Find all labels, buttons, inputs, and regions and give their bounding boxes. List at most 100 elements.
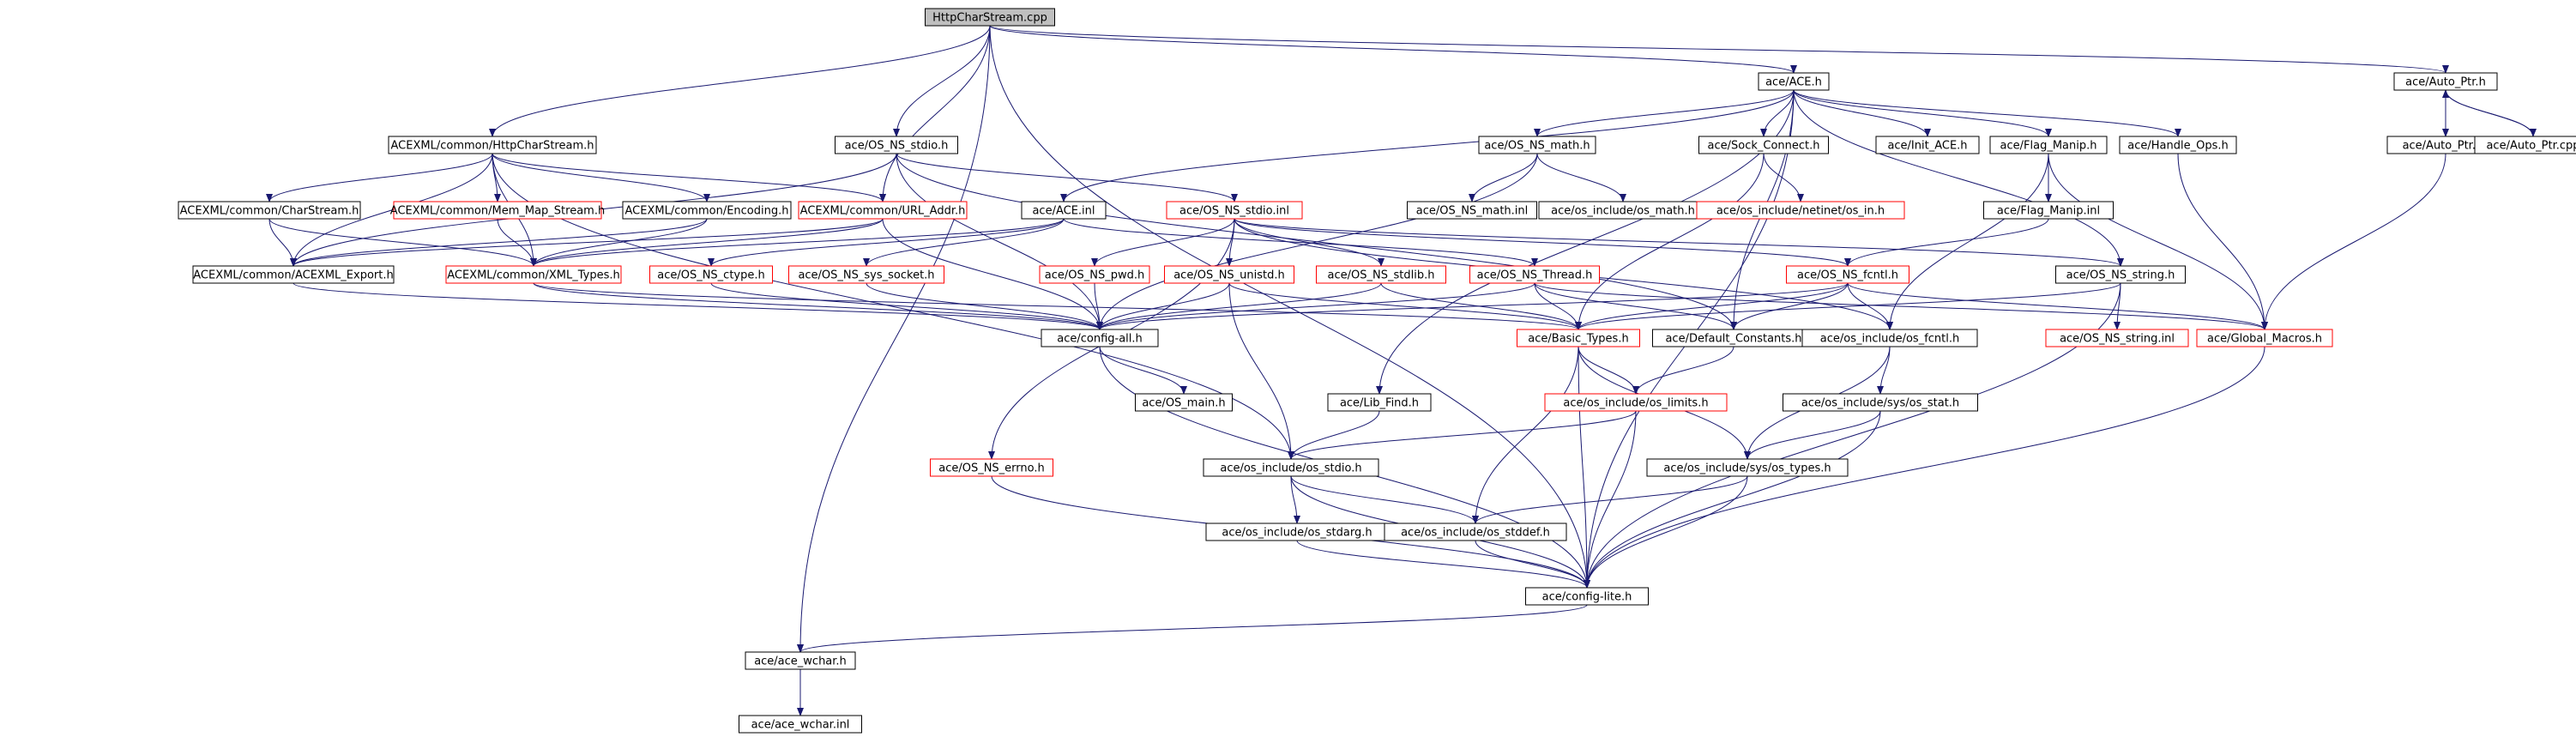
node-default-constants-h[interactable]: ace/Default_Constants.h	[1652, 329, 1815, 347]
node-box	[1203, 458, 1379, 477]
node-box	[1525, 587, 1649, 606]
node-sys-stat-h[interactable]: ace/os_include/sys/os_stat.h	[1783, 393, 1978, 412]
node-sys-types-h[interactable]: ace/os_include/sys/os_types.h	[1646, 458, 1849, 477]
node-flag-manip-h[interactable]: ace/Flag_Manip.h	[1989, 136, 2108, 154]
node-os-stdio-inl[interactable]: ace/OS_NS_stdio.inl	[1166, 201, 1303, 220]
node-os-ctype-h[interactable]: ace/OS_NS_ctype.h	[649, 265, 773, 284]
node-os-sys-socket-h[interactable]: ace/OS_NS_sys_socket.h	[788, 265, 944, 284]
node-label: ace/os_include/os_limits.h	[1563, 397, 1708, 410]
node-netinet-in-h[interactable]: ace/os_include/netinet/os_in.h	[1696, 201, 1905, 220]
node-config-all-h[interactable]: ace/config-all.h	[1041, 329, 1159, 347]
edge-xml-types-h-to-basic-types-h	[533, 282, 1582, 330]
node-label: ace/ACE.inl	[1032, 205, 1095, 218]
node-box	[739, 715, 862, 734]
node-label: ace/Sock_Connect.h	[1708, 140, 1820, 153]
edge-ace-h-to-init-ace-h	[1793, 89, 1931, 137]
node-os-include-stdio-h[interactable]: ace/os_include/os_stdio.h	[1203, 458, 1379, 477]
node-auto-ptr-h[interactable]: ace/Auto_Ptr.h	[2393, 72, 2498, 91]
edge-charstream-h-to-xml-types-h	[268, 218, 537, 267]
node-label: ace/Default_Constants.h	[1665, 333, 1801, 346]
node-encoding-h[interactable]: ACEXML/common/Encoding.h	[622, 201, 792, 220]
node-label: ACEXML/common/URL_Addr.h	[800, 205, 966, 218]
node-flag-manip-inl[interactable]: ace/Flag_Manip.inl	[1983, 201, 2114, 220]
node-os-fcntl-h[interactable]: ace/OS_NS_fcntl.h	[1786, 265, 1909, 284]
node-os-pwd-h[interactable]: ace/OS_NS_pwd.h	[1039, 265, 1150, 284]
node-box	[192, 265, 395, 284]
edge-auto-ptr-inl-to-global-macros-h	[2261, 153, 2446, 330]
node-label: ace/OS_NS_ctype.h	[657, 269, 765, 282]
node-box	[2045, 329, 2189, 347]
node-os-math-inl[interactable]: ace/OS_NS_math.inl	[1407, 201, 1537, 220]
edge-ace-h-to-handle-ops-h	[1793, 89, 2181, 137]
node-box	[1021, 201, 1107, 220]
node-box	[1517, 329, 1640, 347]
edge-encoding-h-to-acexml-export-h	[290, 218, 708, 267]
node-os-stdarg-h[interactable]: ace/os_include/os_stdarg.h	[1205, 523, 1389, 541]
node-os-stdio-h[interactable]: ace/OS_NS_stdio.h	[835, 136, 958, 154]
node-os-math-h[interactable]: ace/OS_NS_math.h	[1478, 136, 1596, 154]
edge-ace-h-to-ace-inl	[1060, 89, 1795, 202]
node-root[interactable]: HttpCharStream.cpp	[925, 8, 1055, 27]
node-auto-ptr-cpp[interactable]: ace/Auto_Ptr.cpp	[2474, 136, 2576, 154]
node-ace-h[interactable]: ace/ACE.h	[1758, 72, 1830, 91]
node-os-stddef-h[interactable]: ace/os_include/os_stddef.h	[1384, 523, 1567, 541]
node-hcs-h[interactable]: ACEXML/common/HttpCharStream.h	[388, 136, 597, 154]
node-acexml-export-h[interactable]: ACEXML/common/ACEXML_Export.h	[192, 265, 395, 284]
node-box	[930, 458, 1053, 477]
node-label: ace/os_include/netinet/os_in.h	[1716, 205, 1885, 218]
node-config-lite-h[interactable]: ace/config-lite.h	[1525, 587, 1649, 606]
node-box	[1039, 265, 1150, 284]
node-label: ACEXML/common/XML_Types.h	[447, 269, 620, 282]
node-os-stdlib-h[interactable]: ace/OS_NS_stdlib.h	[1316, 265, 1446, 284]
node-box	[445, 265, 622, 284]
node-sock-connect-h[interactable]: ace/Sock_Connect.h	[1698, 136, 1829, 154]
node-os-string-inl[interactable]: ace/OS_NS_string.inl	[2045, 329, 2189, 347]
node-os-thread-h[interactable]: ace/OS_NS_Thread.h	[1469, 265, 1600, 284]
edge-os-stddef-h-to-config-lite-h	[1475, 540, 1590, 589]
node-charstream-h[interactable]: ACEXML/common/CharStream.h	[178, 201, 361, 220]
node-box	[1041, 329, 1159, 347]
node-label: ace/ace_wchar.h	[754, 655, 847, 668]
node-os-include-fcntl-h[interactable]: ace/os_include/os_fcntl.h	[1801, 329, 1978, 347]
edge-handle-ops-h-to-global-macros-h	[2177, 153, 2268, 330]
node-label: ace/OS_NS_stdio.inl	[1179, 205, 1289, 218]
node-os-limits-h[interactable]: ace/os_include/os_limits.h	[1544, 393, 1728, 412]
node-ace-inl[interactable]: ace/ACE.inl	[1021, 201, 1107, 220]
node-basic-types-h[interactable]: ace/Basic_Types.h	[1517, 329, 1640, 347]
node-ace-wchar-inl[interactable]: ace/ace_wchar.inl	[739, 715, 862, 734]
edge-root-to-os-stdio-h	[893, 25, 991, 137]
node-url-addr-h[interactable]: ACEXML/common/URL_Addr.h	[798, 201, 968, 220]
node-label: ace/OS_NS_Thread.h	[1477, 269, 1593, 282]
edge-os-stdio-h-to-os-stdio-inl	[896, 153, 1238, 202]
node-os-errno-h[interactable]: ace/OS_NS_errno.h	[930, 458, 1053, 477]
node-os-include-math-h[interactable]: ace/os_include/os_math.h	[1538, 201, 1708, 220]
node-ace-wchar-h[interactable]: ace/ace_wchar.h	[745, 651, 856, 670]
node-handle-ops-h[interactable]: ace/Handle_Ops.h	[2119, 136, 2237, 154]
node-mem-map-h[interactable]: ACEXML/common/Mem_Map_Stream.h	[390, 201, 605, 220]
node-label: ace/OS_NS_stdlib.h	[1328, 269, 1435, 282]
edge-hcs-h-to-url-addr-h	[492, 153, 886, 202]
node-os-main-h[interactable]: ace/OS_main.h	[1135, 393, 1233, 412]
node-xml-types-h[interactable]: ACEXML/common/XML_Types.h	[445, 265, 622, 284]
edge-os-stdio-inl-to-os-fcntl-h	[1234, 218, 1851, 267]
edge-sys-types-h-to-os-stddef-h	[1472, 475, 1748, 524]
node-label: ace/os_include/sys/os_types.h	[1663, 462, 1831, 475]
node-label: ACEXML/common/Encoding.h	[625, 205, 789, 218]
node-global-macros-h[interactable]: ace/Global_Macros.h	[2196, 329, 2333, 347]
edge-os-fcntl-h-to-default-constants-h	[1730, 282, 1849, 330]
edge-sock-connect-h-to-netinet-in-h	[1763, 153, 1804, 202]
node-label: ace/Init_ACE.h	[1887, 140, 1967, 153]
node-os-unistd-h[interactable]: ace/OS_NS_unistd.h	[1164, 265, 1294, 284]
edge-root-to-config-lite-h	[989, 25, 1590, 589]
node-init-ace-h[interactable]: ace/Init_ACE.h	[1875, 136, 1980, 154]
node-box	[835, 136, 958, 154]
edge-url-addr-h-to-config-all-h	[882, 218, 1103, 330]
node-box	[178, 201, 361, 220]
nodes-layer: HttpCharStream.cppACEXML/common/HttpChar…	[178, 8, 2576, 734]
node-os-string-h[interactable]: ace/OS_NS_string.h	[2055, 265, 2186, 284]
edge-sys-stat-h-to-sys-types-h	[1744, 410, 1881, 460]
node-lib-find-h[interactable]: ace/Lib_Find.h	[1327, 393, 1432, 412]
edge-os-thread-h-to-basic-types-h	[1534, 282, 1582, 330]
node-label: ace/ace_wchar.inl	[751, 719, 850, 732]
